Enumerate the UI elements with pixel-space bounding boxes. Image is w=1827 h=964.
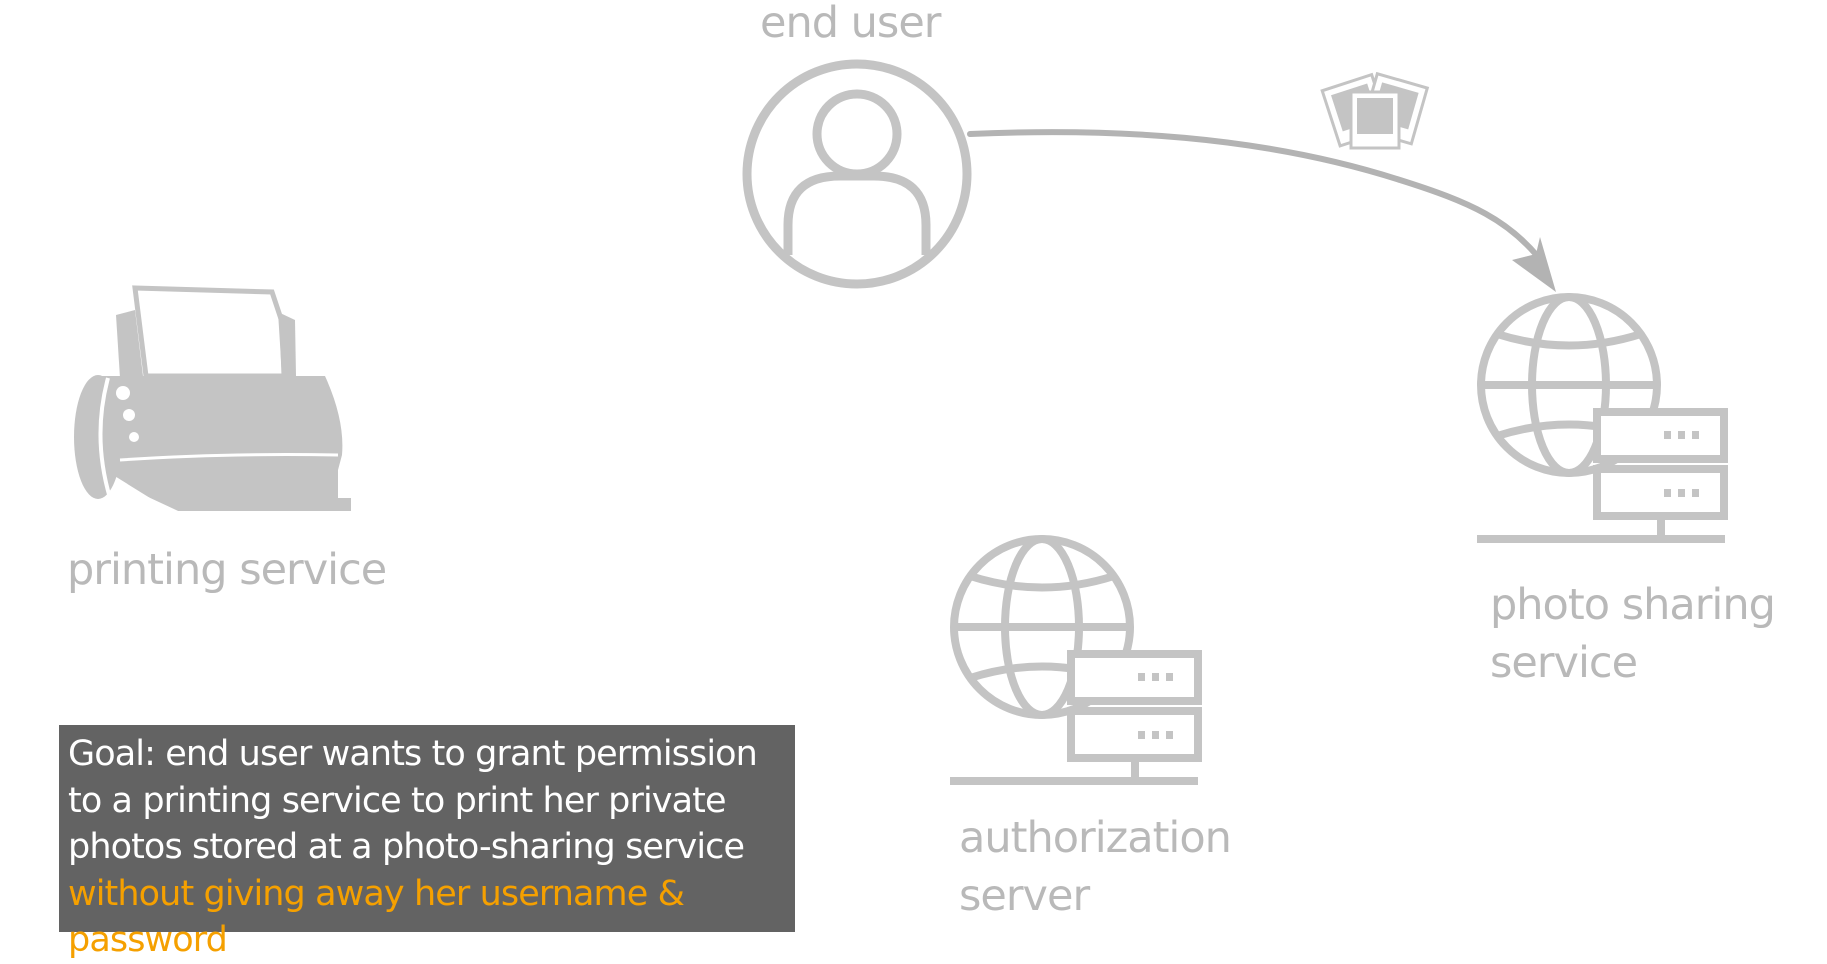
photos-icon	[1320, 71, 1430, 150]
diagram-canvas	[74, 59, 1728, 785]
goal-text: Goal: end user wants to grant permission…	[68, 734, 758, 867]
globe-server-icon	[950, 535, 1202, 785]
globe-server-icon	[1477, 293, 1728, 543]
goal-highlight-text: without giving away her username & passw…	[68, 873, 685, 961]
printing-service-label: printing service	[67, 545, 387, 595]
photo-sharing-service-label: photo sharing service	[1490, 580, 1776, 688]
goal-callout: Goal: end user wants to grant permission…	[59, 725, 795, 960]
printer-icon	[74, 285, 353, 513]
flow-arrow	[967, 129, 1556, 292]
goal-text-end: .	[226, 920, 238, 960]
authorization-server-label: authorization server	[959, 813, 1232, 921]
end-user-label: end user	[760, 0, 941, 48]
user-icon	[742, 59, 972, 289]
